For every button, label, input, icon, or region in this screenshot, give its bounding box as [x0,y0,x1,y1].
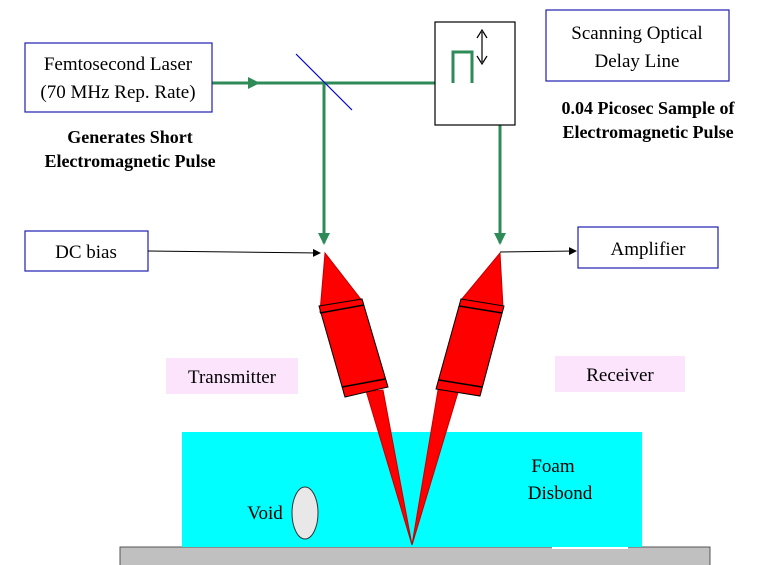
generates-caption-line2: Electromagnetic Pulse [44,151,215,171]
dc-bias-label: DC bias [55,242,117,263]
delay-label-line1: Scanning Optical [571,23,702,44]
laser-label-line1: Femtosecond Laser [44,54,193,75]
receiver-tag [555,356,685,392]
sample-caption-line1: 0.04 Picosec Sample of [562,98,736,118]
void-ellipse [291,486,319,540]
foam-label-line1: Foam [531,456,575,477]
void-label: Void [247,503,283,524]
substrate-plate [119,546,711,565]
amplifier-wire [499,247,577,256]
laser-box [24,42,213,113]
generates-caption-line1: Generates Short [67,127,192,147]
sample-caption-line2: Electromagnetic Pulse [562,122,733,142]
beam-splitter [295,53,353,111]
amplifier-label: Amplifier [611,239,687,260]
transmitter-tag [166,358,298,394]
receiver-probe [411,251,505,546]
delay-stage-box [434,21,516,126]
receiver-label: Receiver [586,365,654,386]
foam-block [182,432,642,547]
transmitter-probe [318,251,413,546]
laser-label-line2: (70 MHz Rep. Rate) [40,82,195,103]
double-arrow-icon [476,28,488,66]
delay-stage-beam [451,50,474,83]
dc-bias-box [24,230,149,272]
foam-label-line2: Disbond [528,483,593,504]
delay-label-line2: Delay Line [595,51,680,72]
transmitter-label: Transmitter [188,367,277,388]
dc-bias-wire [147,248,321,257]
delay-line-box [545,9,730,82]
amplifier-box [577,226,719,269]
